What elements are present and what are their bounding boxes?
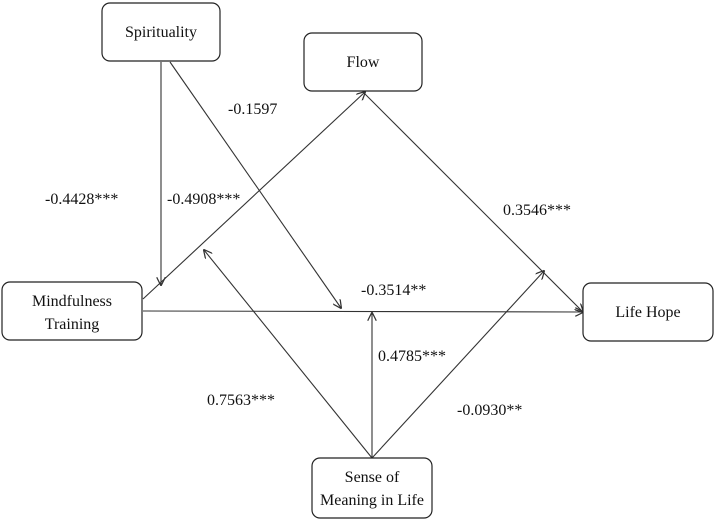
edge-flow-to-life-hope [362, 91, 583, 312]
node-flow: Flow [303, 32, 423, 92]
node-life-hope-label: Life Hope [615, 304, 680, 321]
coef-meaning-to-path: 0.4785*** [378, 348, 446, 365]
coef-meaning-to-mindfulness-flow: 0.7563*** [207, 392, 275, 409]
coef-mindfulness-to-flow: -0.4908*** [167, 191, 240, 208]
node-spirituality: Spirituality [101, 2, 221, 62]
node-sense-of-meaning: Sense of Meaning in Life [311, 457, 433, 519]
node-meaning-label-line1: Sense of [345, 469, 400, 486]
edge-meaning-to-flow-hope [371, 271, 544, 459]
node-life-hope: Life Hope [582, 282, 714, 342]
edge-mindfulness-to-flow [142, 92, 365, 300]
coef-spirituality-to-mindfulness: -0.4428*** [45, 191, 118, 208]
node-spirituality-label: Spirituality [125, 24, 197, 41]
node-mindfulness-label-line1: Mindfulness [32, 293, 112, 310]
edge-meaning-to-mindfulness-flow [204, 250, 373, 459]
node-flow-label: Flow [347, 54, 380, 71]
coef-meaning-to-flow-hope: -0.0930** [457, 402, 522, 419]
coef-spirituality-to-path: -0.1597 [228, 101, 277, 118]
node-mindfulness-training: Mindfulness Training [1, 281, 143, 341]
coef-mindfulness-to-life-hope: -0.3514** [361, 282, 426, 299]
node-mindfulness-label-line2: Training [45, 316, 100, 333]
coef-flow-to-life-hope: 0.3546*** [503, 202, 571, 219]
node-meaning-label-line2: Meaning in Life [320, 492, 424, 509]
edge-spirituality-to-path [169, 61, 341, 308]
edge-mindfulness-to-life-hope [142, 311, 583, 312]
